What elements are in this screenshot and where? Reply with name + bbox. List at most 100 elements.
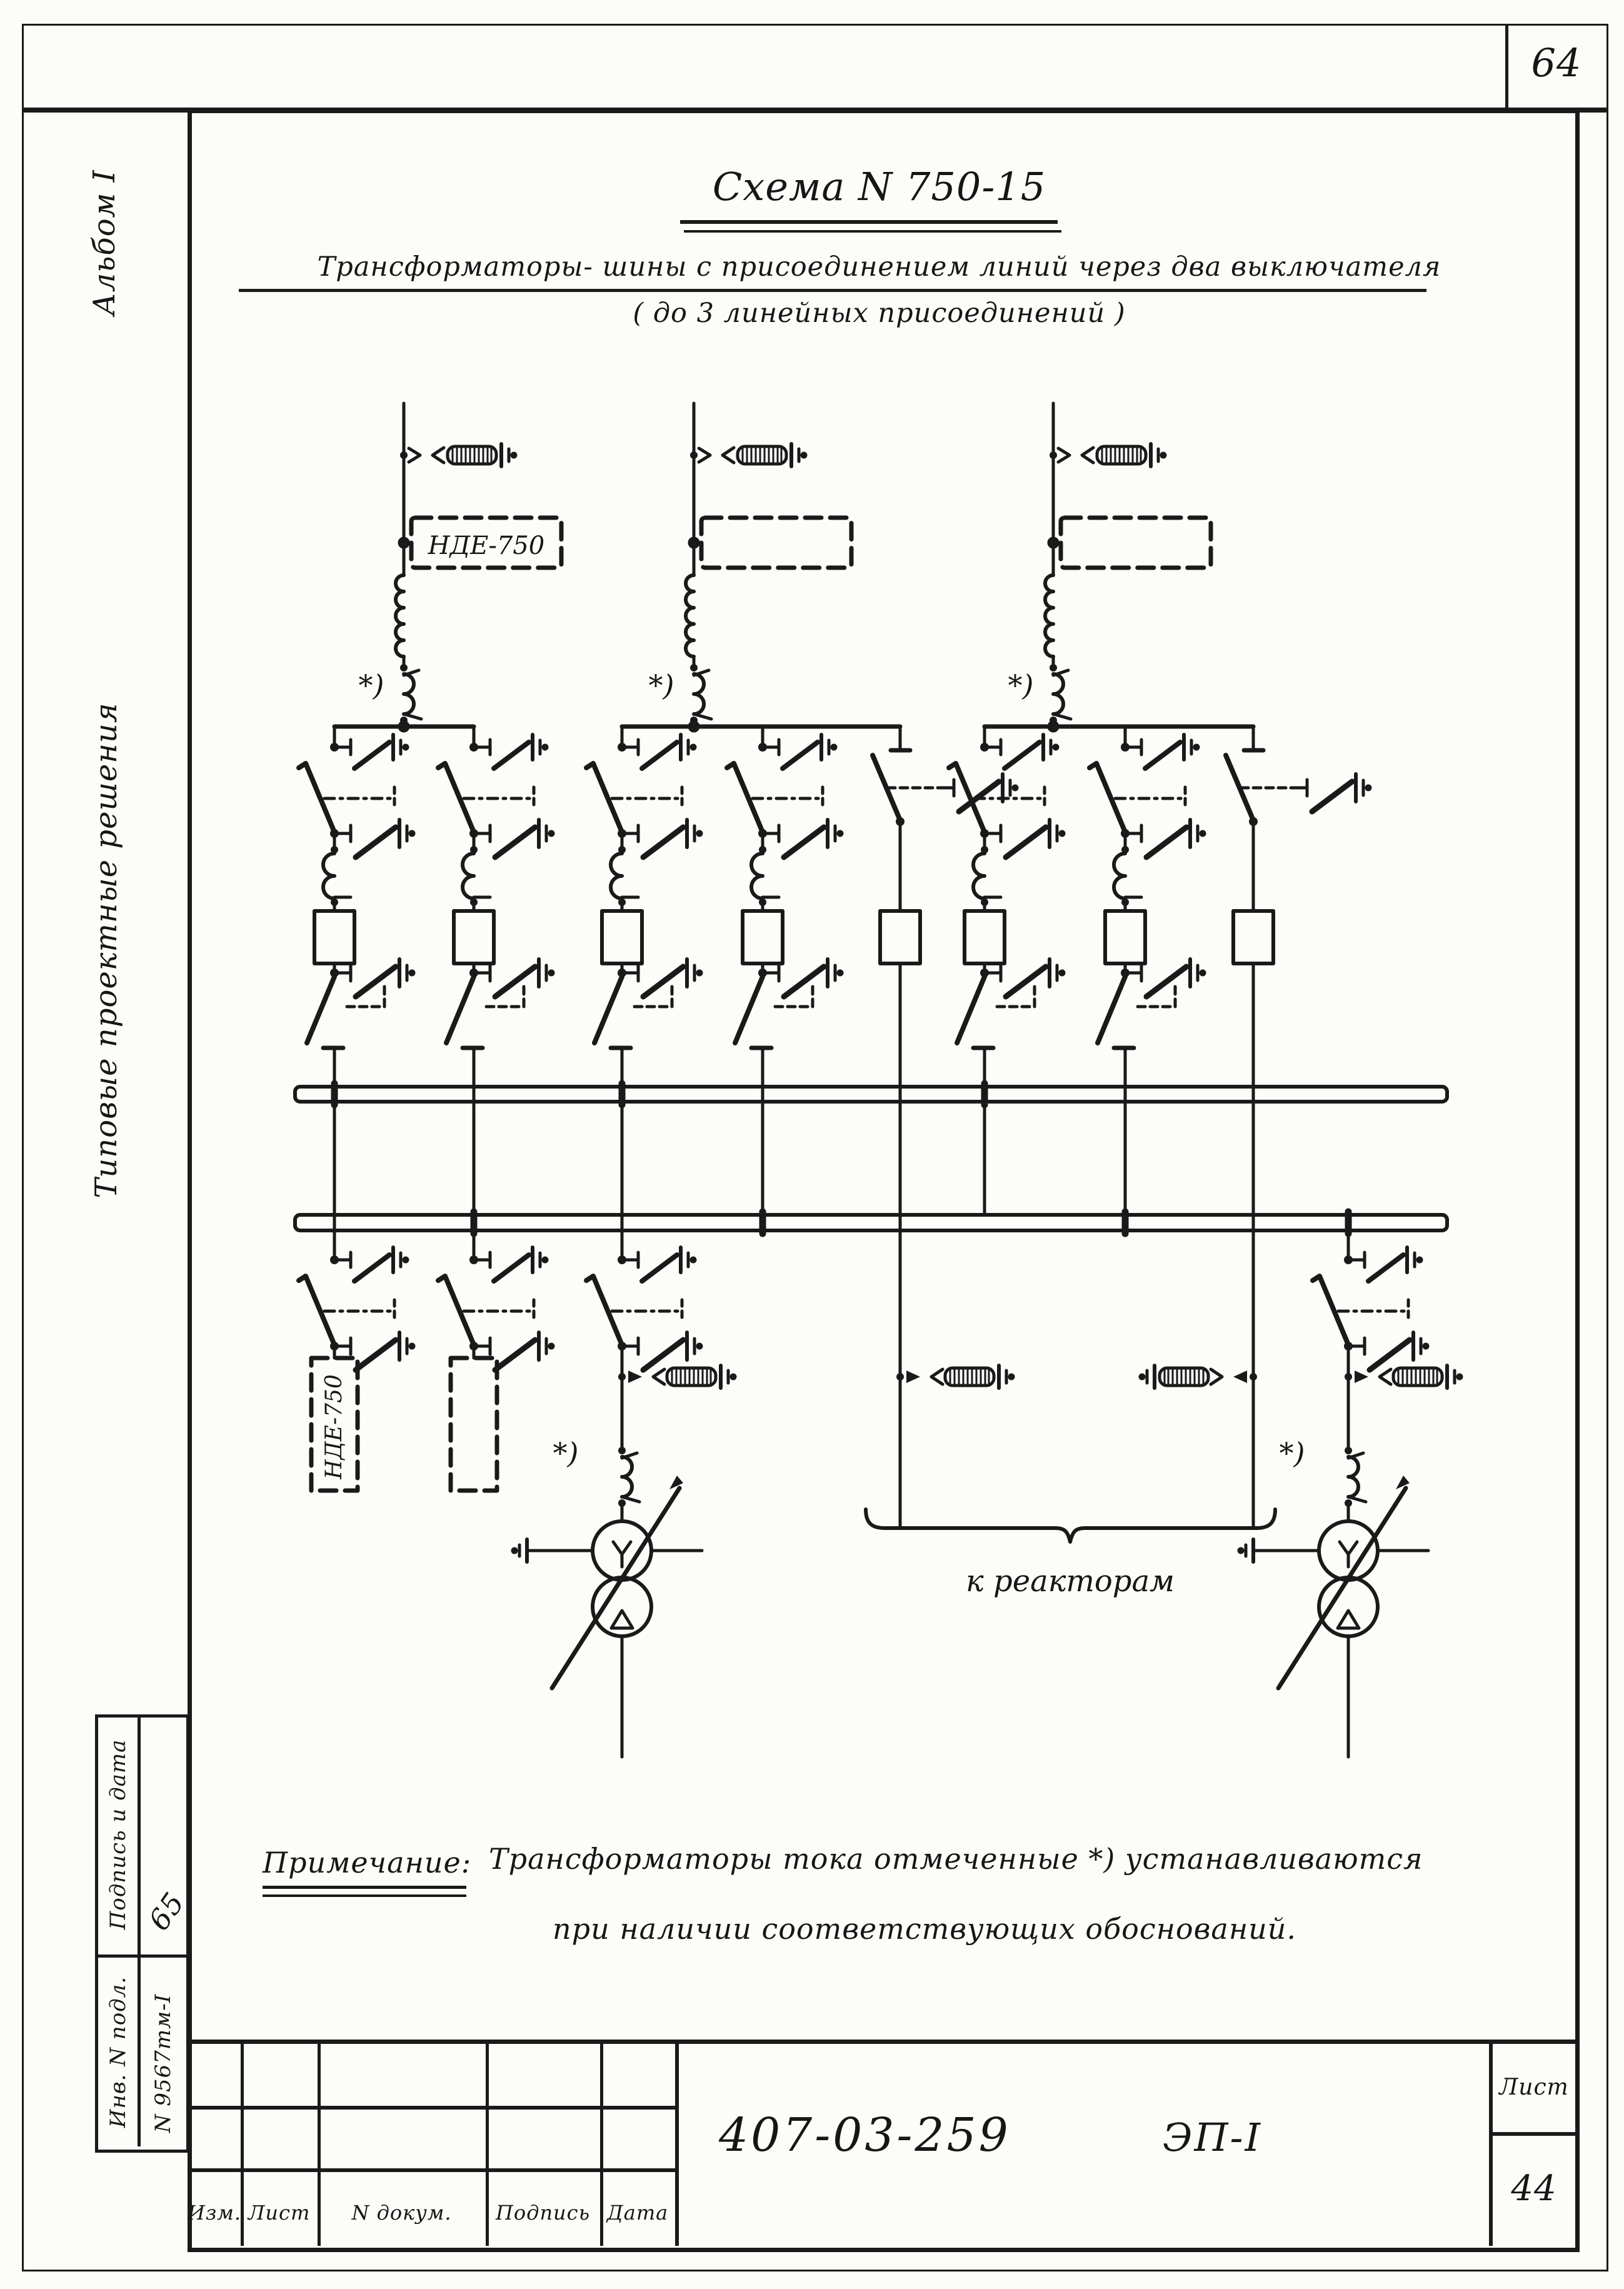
current-transformer-icon (463, 846, 490, 906)
disconnector-icon (586, 1247, 701, 1370)
asterisk-mark: *) (553, 1436, 579, 1470)
titleblock-v4 (600, 2040, 603, 2246)
sheet-subtitle-2: ( до 3 линейных присоединений ) (633, 298, 1126, 329)
asterisk-mark: *) (649, 668, 674, 702)
outer-border (22, 24, 1608, 2271)
disconnector-icon (727, 735, 842, 857)
title-underline-2 (684, 230, 1061, 233)
titleblock-v3 (486, 2040, 489, 2246)
disconnector-icon (446, 959, 553, 1048)
surge-arrester-icon (690, 444, 806, 466)
busbar-junction-ticks-upper (331, 1080, 988, 1109)
autotransformer-icon (513, 1476, 702, 1688)
disconnector-icon (594, 959, 701, 1048)
stamp-divider-h (95, 1954, 186, 1958)
main-frame (188, 109, 1580, 2252)
page-number: 64 (1531, 40, 1582, 86)
series-label: Типовые проектные решения (89, 702, 124, 1199)
titleblock-doc-number: 407-03-259 (719, 2108, 1011, 2162)
device-box-empty-vertical (448, 1356, 499, 1493)
titleblock-v6 (1489, 2040, 1493, 2246)
reactors-brace (864, 1507, 1277, 1544)
circuit-breaker-icon (602, 911, 642, 963)
device-box-empty (1058, 515, 1213, 570)
disconnector-icon (438, 1247, 553, 1370)
circuit-breaker-icon (454, 911, 494, 963)
surge-arrester-icon (400, 444, 516, 466)
disconnector-icon (1098, 959, 1205, 1048)
busbar-upper (293, 1085, 1449, 1104)
current-transformer-icon (618, 1447, 639, 1507)
disconnector-icon (307, 959, 414, 1048)
current-transformer-icon (323, 846, 351, 906)
titleblock-sheet-label: Лист (1499, 2075, 1569, 2100)
note-underline-1 (263, 1886, 466, 1889)
current-transformer-icon (1050, 664, 1071, 724)
reactor-coil-icon (686, 575, 694, 657)
device-box-empty (699, 515, 854, 570)
stamp-doc-no: N 9567тм-I (151, 1993, 176, 2133)
reactors-label: к реакторам (966, 1564, 1175, 1599)
surge-arrester-icon (1050, 444, 1165, 466)
stamp-inventory: Инв. N подл. (106, 1976, 131, 2128)
device-box-nde750-vertical (309, 1356, 360, 1493)
disconnector-icon (299, 735, 414, 857)
device-label-vertical: НДЕ-750 (321, 1374, 347, 1480)
current-transformer-icon (973, 846, 1001, 906)
disconnector-icon (873, 750, 1017, 826)
surge-arrester-icon (1345, 1366, 1461, 1388)
titleblock-col-izm: Изм. (188, 2201, 242, 2225)
surge-arrester-icon (896, 1366, 1013, 1388)
autotransformer-icon (1239, 1476, 1428, 1688)
titleblock-sheet-number: 44 (1511, 2168, 1557, 2209)
titleblock-col-list: Лист (248, 2201, 311, 2225)
circuit-breaker-icon (314, 911, 354, 963)
titleblock-code: ЭП-I (1163, 2115, 1262, 2160)
note-text-line1: Трансформаторы тока отмеченные *) устана… (489, 1842, 1423, 1876)
disconnector-icon (735, 959, 842, 1048)
current-transformer-icon (611, 846, 638, 906)
subtitle-underline (239, 289, 1426, 292)
asterisk-mark: *) (359, 668, 384, 702)
titleblock-h2 (188, 2168, 679, 2172)
circuit-breaker-icon (1233, 911, 1273, 963)
circuit-breaker-icon (743, 911, 783, 963)
titleblock-v2 (318, 2040, 321, 2246)
circuit-breaker-icon (1105, 911, 1145, 963)
note-text-line2: при наличии соответствующих обоснований. (553, 1912, 1296, 1946)
circuit-breaker-icon (880, 911, 920, 963)
current-transformer-icon (690, 664, 711, 724)
disconnector-icon (1226, 750, 1370, 826)
current-transformer-icon (1114, 846, 1141, 906)
disconnector-icon (1090, 735, 1205, 857)
titleblock-h3 (1489, 2132, 1575, 2136)
page-number-box-line (1505, 25, 1508, 109)
titleblock-v5 (675, 2040, 679, 2246)
titleblock-v1 (241, 2040, 244, 2246)
asterisk-mark: *) (1280, 1436, 1305, 1470)
sheet-title: Схема N 750-15 (712, 164, 1046, 209)
device-label: НДЕ-750 (428, 531, 544, 560)
stamp-signature-date: Подпись и дата (106, 1739, 131, 1930)
current-transformer-icon (751, 846, 779, 906)
disconnector-icon (1313, 1247, 1428, 1370)
current-transformer-icon (1345, 1447, 1366, 1507)
disconnector-icon (586, 735, 701, 857)
reactor-coil-icon (396, 575, 404, 657)
reactor-coil-icon (1045, 575, 1053, 657)
note-underline-2 (263, 1894, 466, 1897)
stamp-table (95, 1714, 189, 2153)
schematic: НДЕ-750 НДЕ-750 *) *) *) *) *) к реактор… (293, 401, 1571, 1759)
current-transformer-icon (400, 664, 421, 724)
disconnector-icon (949, 735, 1064, 857)
device-box-nde750 (409, 515, 564, 570)
stamp-divider-v (138, 1714, 141, 2146)
disconnector-icon (438, 735, 553, 857)
album-label: Альбом I (87, 169, 122, 316)
titleblock-col-podpis: Подпись (495, 2201, 590, 2225)
note-label: Примечание: (263, 1846, 472, 1879)
disconnector-icon (299, 1247, 414, 1370)
title-underline-1 (680, 220, 1058, 224)
sheet-subtitle: Трансформаторы- шины с присоединением ли… (317, 251, 1441, 283)
